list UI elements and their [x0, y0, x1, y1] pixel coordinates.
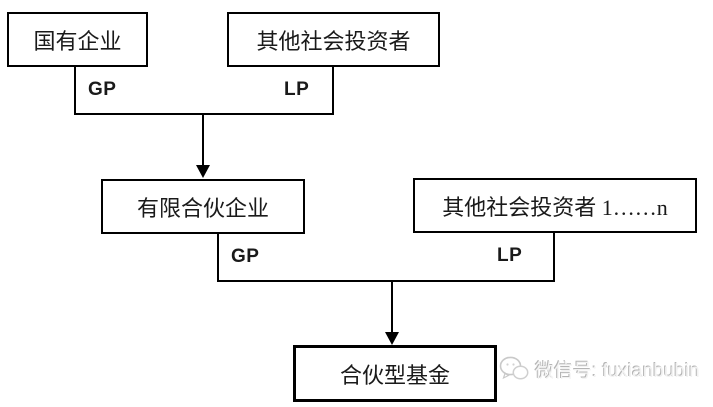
edge-label-lp-top: LP [284, 79, 310, 100]
node-limited-partnership-enterprise-label: 有限合伙企业 [136, 195, 269, 221]
connector-other-investors-n-drop-line [553, 233, 555, 282]
wechat-icon [499, 355, 529, 383]
wechat-watermark: 微信号: fuxianbubin [499, 355, 700, 383]
arrow-to-partnership-fund-shaft [391, 282, 393, 333]
node-partnership-type-fund: 合伙型基金 [293, 345, 497, 402]
arrow-to-partnership-fund-head-icon [385, 332, 399, 345]
connector-bottom-merge-line [217, 280, 555, 282]
connector-top-merge-line [74, 113, 334, 115]
node-state-owned-enterprise: 国有企业 [7, 12, 148, 67]
edge-label-gp-bottom: GP [231, 246, 260, 267]
connector-other-investors-drop-line [332, 67, 334, 115]
arrow-to-limited-partnership-head-icon [196, 165, 210, 178]
wechat-watermark-text: 微信号: fuxianbubin [535, 360, 700, 382]
node-state-owned-enterprise-label: 国有企业 [33, 28, 122, 54]
edge-label-lp-bottom: LP [497, 245, 523, 266]
node-limited-partnership-enterprise: 有限合伙企业 [101, 179, 305, 234]
node-other-social-investors: 其他社会投资者 [227, 12, 440, 67]
node-other-social-investors-1-to-n: 其他社会投资者 1……n [413, 178, 697, 233]
edge-label-gp-top: GP [88, 79, 117, 100]
node-other-social-investors-label: 其他社会投资者 [256, 28, 411, 54]
node-other-social-investors-1-to-n-label: 其他社会投资者 1……n [442, 194, 668, 220]
node-partnership-type-fund-label: 合伙型基金 [339, 362, 450, 388]
connector-limited-partnership-drop-line [217, 234, 219, 282]
arrow-to-limited-partnership-shaft [202, 115, 204, 166]
connector-soe-drop-line [74, 67, 76, 115]
